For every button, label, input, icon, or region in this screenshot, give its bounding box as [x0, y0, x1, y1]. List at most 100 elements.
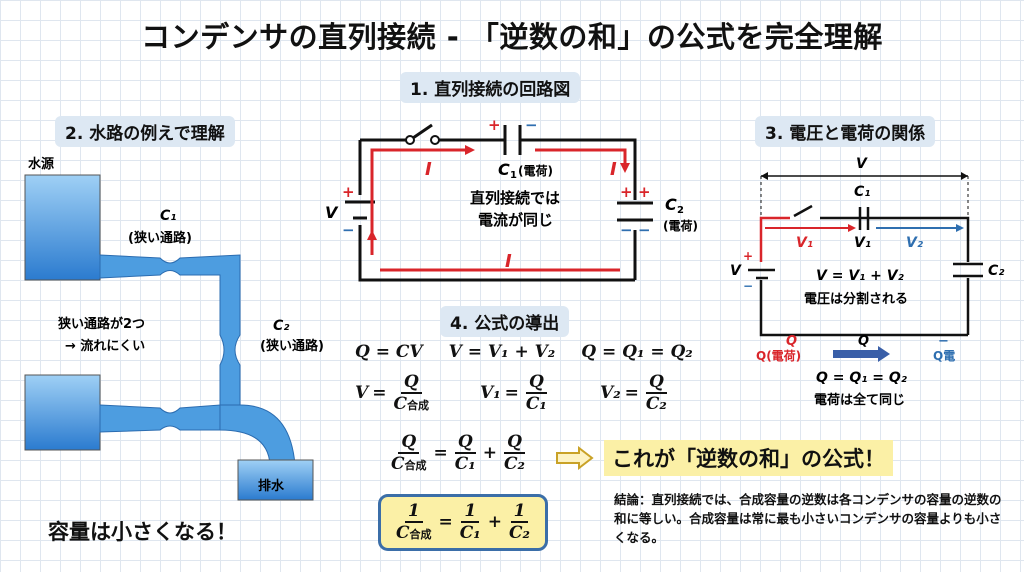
label: − [525, 116, 538, 134]
label: C₁ [454, 454, 476, 475]
label: V = V₁ + V₂ [448, 342, 556, 362]
label: − [938, 334, 949, 349]
section3-heading: 3. 電圧と電荷の関係 [755, 116, 936, 147]
label: Q [858, 334, 869, 349]
label: 合成 [409, 528, 432, 542]
label: C₁ [854, 184, 870, 200]
label: C₁ [459, 523, 481, 544]
label: (電荷) [663, 218, 698, 233]
label: Q電 [933, 349, 955, 363]
current-label: I [425, 159, 432, 180]
label: C₂ [645, 394, 667, 415]
label: (狭い通路) [128, 230, 192, 246]
right-arrow-icon [556, 446, 594, 470]
label: V₁ [796, 235, 813, 251]
label: 狭い通路が2つ [57, 316, 145, 332]
label: = [438, 512, 453, 533]
label: V [355, 383, 369, 404]
label: C [393, 394, 407, 415]
conclusion-text: 結論：直列接続では、合成容量の逆数は各コンデンサの容量の逆数の和に等しい。合成容… [614, 492, 1002, 545]
label: = [372, 383, 387, 404]
label: I [505, 251, 512, 272]
label: C₁ [160, 208, 176, 224]
section2-heading: 2. 水路の例えで理解 [55, 116, 235, 147]
label: V₁ [480, 383, 501, 404]
switch-contact-icon [405, 135, 415, 145]
label: V [730, 263, 742, 279]
label: Q [398, 432, 420, 455]
water-channel-diagram: 水源 C₁ (狭い通路) C₂ (狭い通路) 狭い通路が2つ → 流れにくい 排… [24, 156, 324, 501]
label: Q = Q₁ = Q₂ [816, 370, 908, 386]
label: − [620, 221, 633, 239]
label: C [665, 195, 677, 214]
label: (電荷) [518, 163, 553, 178]
label: 1 [510, 501, 529, 524]
label: Q [454, 432, 476, 455]
label: + [482, 443, 498, 464]
label: 電荷は全て同じ [814, 392, 905, 408]
page-title: コンデンサの直列接続 - 「逆数の和」の公式を完全理解 [141, 20, 883, 54]
label: 合成 [404, 459, 427, 473]
series-circuit-diagram: I I I V + − + − + + − − C 1 (電荷) C 2 (電荷… [325, 116, 698, 282]
label: Q [504, 432, 525, 455]
label: 電圧は分割される [804, 291, 908, 307]
label: C [498, 160, 510, 179]
label: C₂ [273, 318, 290, 334]
label: = [504, 383, 519, 404]
label: 直列接続では [470, 189, 560, 207]
label: 1 [461, 501, 480, 524]
label: → 流れにくい [65, 338, 145, 354]
label: + [488, 116, 501, 134]
label: 1 [404, 501, 423, 524]
label: C₂ [504, 454, 525, 475]
label: − [743, 279, 753, 293]
label: (狭い通路) [260, 338, 324, 354]
label: Q(電荷) [756, 348, 801, 363]
label: + [487, 512, 503, 533]
label: 合成 [406, 399, 429, 413]
label: C [396, 523, 410, 544]
label: C [391, 454, 405, 475]
label: 1 [510, 170, 517, 181]
label: + [743, 249, 753, 263]
label: Q [525, 372, 547, 395]
callout-banner: これが「逆数の和」の公式！ [604, 440, 893, 476]
label: V₁ [854, 235, 871, 251]
label: V [856, 156, 868, 172]
label: C₁ [525, 394, 547, 415]
label: = [624, 383, 639, 404]
label: Q = Q₁ = Q₂ [581, 342, 693, 362]
label: I [610, 159, 617, 180]
label: C₂ [509, 523, 530, 544]
label: 2 [677, 205, 684, 216]
section4-heading: 4. 公式の導出 [440, 306, 570, 337]
label: + [620, 183, 633, 201]
label: − [342, 221, 355, 239]
label: Q [400, 372, 422, 395]
label: 排水 [258, 478, 285, 494]
label: + [342, 183, 355, 201]
basic-equations: Q = CV V = V₁ + V₂ Q = Q₁ = Q₂ [355, 342, 693, 362]
section1-heading: 1. 直列接続の回路図 [400, 72, 581, 103]
label: Q [645, 372, 667, 395]
current-arrow-icon [465, 145, 475, 155]
voltage-label: V [325, 203, 339, 222]
label: C₂ [988, 263, 1005, 279]
label: − [638, 221, 651, 239]
label: V = V₁ + V₂ [816, 268, 905, 284]
water-conclusion: 容量は小さくなる！ [48, 520, 237, 544]
label: V₂ [600, 383, 621, 404]
charge-flow-arrow-icon [878, 346, 890, 362]
label: 電流が同じ [478, 211, 553, 229]
label: + [638, 183, 651, 201]
label: Q [786, 334, 797, 349]
label: = [433, 443, 448, 464]
label: 水源 [28, 156, 54, 172]
label: Q = CV [355, 342, 423, 362]
label: V₂ [906, 235, 924, 251]
